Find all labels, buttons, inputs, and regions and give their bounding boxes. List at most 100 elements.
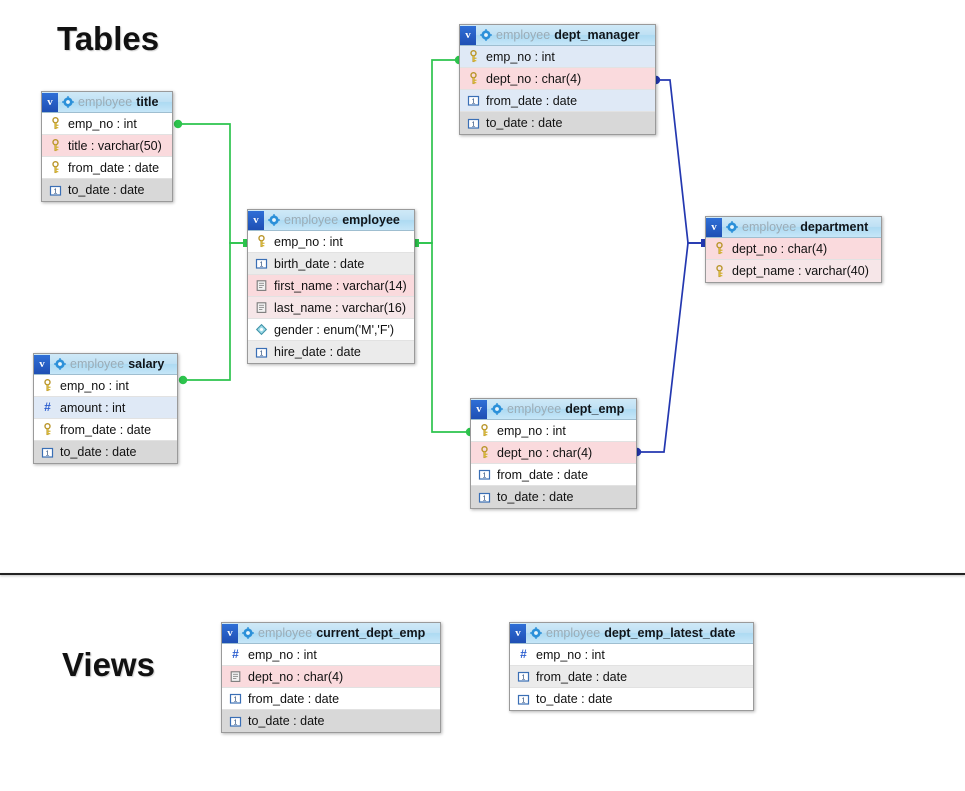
entity-field-row[interactable]: from_date : date — [34, 419, 177, 441]
entity-field-row[interactable]: emp_no : int — [42, 113, 172, 135]
field-label: from_date : date — [536, 669, 628, 684]
field-label: dept_no : char(4) — [497, 445, 593, 460]
field-label: to_date : date — [486, 116, 563, 130]
entity-schema: employee — [507, 402, 562, 416]
field-label: from_date : date — [248, 691, 340, 706]
entity-field-list: #emp_no : int 1 from_date : date 1 to_date :… — [510, 644, 753, 710]
entity-schema: employee — [742, 220, 797, 234]
entity-field-row[interactable]: 1 to_date : date — [34, 441, 177, 463]
primary-key-icon — [470, 50, 477, 63]
date-field-icon: 1 — [229, 716, 242, 727]
entity-field-row[interactable]: #amount : int — [34, 397, 177, 419]
gear-icon — [62, 96, 74, 108]
svg-text:1: 1 — [472, 121, 476, 128]
field-label: from_date : date — [60, 422, 152, 437]
entity-field-row[interactable]: 1 to_date : date — [471, 486, 636, 508]
entity-field-row[interactable]: emp_no : int — [471, 420, 636, 442]
entity-field-row[interactable]: 1 to_date : date — [460, 112, 655, 134]
date-field-icon: 1 — [41, 447, 54, 458]
date-field-icon: 1 — [517, 694, 530, 705]
entity-field-row[interactable]: emp_no : int — [460, 46, 655, 68]
field-label: hire_date : date — [274, 345, 361, 359]
primary-key-icon — [52, 117, 59, 130]
field-label: to_date : date — [60, 445, 137, 459]
field-label: dept_no : char(4) — [486, 71, 582, 86]
entity-name: title — [136, 95, 159, 109]
entity-field-row[interactable]: # emp_no : int — [222, 644, 440, 666]
v-badge-icon: v — [471, 399, 487, 419]
entity-name: dept_manager — [554, 28, 640, 42]
date-field-icon: 1 — [229, 693, 242, 704]
primary-key-icon — [716, 242, 723, 255]
entity-field-row[interactable]: dept_no : char(4) — [222, 666, 440, 688]
entity-name: current_dept_emp — [316, 626, 426, 640]
field-label: first_name : varchar(14) — [274, 278, 407, 293]
svg-text:1: 1 — [54, 188, 58, 195]
text-field-icon — [230, 671, 241, 682]
svg-text:1: 1 — [522, 674, 526, 681]
entity-field-row[interactable]: dept_name : varchar(40) — [706, 260, 881, 282]
field-label: dept_no : char(4) — [248, 669, 344, 684]
entity-field-row[interactable]: emp_no : int — [248, 231, 414, 253]
entity-field-row[interactable]: dept_no : char(4) — [460, 68, 655, 90]
entity-field-row[interactable]: first_name : varchar(14) — [248, 275, 414, 297]
entity-name: department — [800, 220, 869, 234]
primary-key-icon — [52, 139, 59, 152]
entity-field-row[interactable]: 1 from_date : date — [510, 666, 753, 688]
entity-name: employee — [342, 213, 400, 227]
entity-field-row[interactable]: 1 from_date : date — [222, 688, 440, 710]
entity-field-row[interactable]: title : varchar(50) — [42, 135, 172, 157]
gear-icon — [480, 29, 492, 41]
entity-field-row[interactable]: 1 to_date : date — [510, 688, 753, 710]
entity-field-row[interactable]: gender : enum('M','F') — [248, 319, 414, 341]
entity-field-row[interactable]: last_name : varchar(16) — [248, 297, 414, 319]
field-label: from_date : date — [68, 160, 160, 175]
date-field-icon: 1 — [467, 95, 480, 106]
svg-text:1: 1 — [472, 98, 476, 105]
entity-field-row[interactable]: dept_no : char(4) — [706, 238, 881, 260]
entity-field-row[interactable]: #emp_no : int — [510, 644, 753, 666]
date-field-icon: 1 — [478, 492, 491, 503]
field-label: to_date : date — [68, 183, 145, 197]
entity-name: salary — [128, 357, 165, 371]
primary-key-icon — [481, 446, 488, 459]
entity-schema: employee — [78, 95, 133, 109]
entity-field-row[interactable]: 1 to_date : date — [42, 179, 172, 201]
entity-field-row[interactable]: dept_no : char(4) — [471, 442, 636, 464]
enum-field-icon — [255, 323, 268, 336]
entity-field-row[interactable]: from_date : date — [42, 157, 172, 179]
field-label: to_date : date — [536, 692, 613, 706]
gear-icon — [54, 358, 66, 370]
v-badge-icon: v — [34, 354, 50, 374]
number-field-icon: # — [232, 647, 239, 661]
text-field-icon — [256, 280, 267, 291]
primary-key-icon — [44, 379, 51, 392]
entity-field-row[interactable]: emp_no : int — [34, 375, 177, 397]
v-badge-icon: v — [460, 25, 476, 45]
primary-key-icon — [716, 264, 723, 277]
field-label: birth_date : date — [274, 256, 365, 271]
field-label: emp_no : int — [248, 647, 317, 662]
field-label: to_date : date — [497, 490, 574, 504]
